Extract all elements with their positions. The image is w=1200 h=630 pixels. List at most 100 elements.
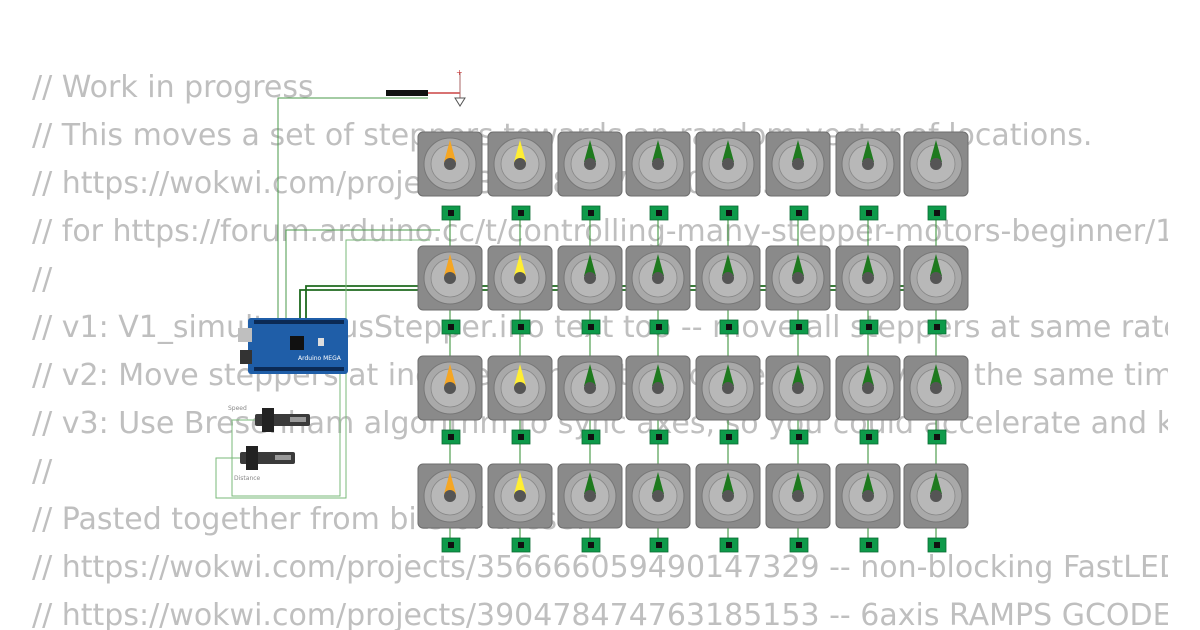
stepper-motor[interactable] xyxy=(903,131,969,197)
stepper-needle xyxy=(722,364,734,386)
stepper-motor[interactable] xyxy=(765,131,831,197)
stepper-driver xyxy=(859,319,879,335)
stepper-motor[interactable] xyxy=(695,245,761,311)
stepper-driver xyxy=(789,205,809,221)
svg-text:+: + xyxy=(456,68,463,77)
stepper-needle xyxy=(584,140,596,162)
stepper-needle xyxy=(862,140,874,162)
wire xyxy=(215,239,430,499)
speed-potentiometer[interactable]: Speed xyxy=(228,405,310,432)
code-line: // Work in progress xyxy=(32,70,314,105)
stepper-driver xyxy=(441,319,461,335)
stepper-needle xyxy=(652,364,664,386)
stepper-needle xyxy=(930,472,942,494)
stepper-needle xyxy=(652,140,664,162)
stepper-driver xyxy=(581,429,601,445)
stepper-needle xyxy=(584,254,596,276)
stepper-driver xyxy=(649,205,669,221)
stepper-motor[interactable] xyxy=(835,245,901,311)
stepper-motor[interactable] xyxy=(695,355,761,421)
stepper-motor[interactable] xyxy=(417,245,483,311)
distance-potentiometer[interactable]: Distance xyxy=(234,446,295,482)
stepper-driver xyxy=(927,537,947,553)
stepper-needle xyxy=(444,140,456,162)
stepper-needle xyxy=(444,364,456,386)
stepper-driver xyxy=(719,429,739,445)
stepper-driver xyxy=(789,429,809,445)
code-line: // https://wokwi.com/projects/3904784747… xyxy=(32,598,1168,630)
stepper-driver xyxy=(581,319,601,335)
stepper-driver xyxy=(649,429,669,445)
stepper-motor[interactable] xyxy=(417,131,483,197)
stepper-needle xyxy=(862,472,874,494)
stepper-needle xyxy=(584,472,596,494)
stepper-driver xyxy=(649,537,669,553)
stepper-driver xyxy=(719,205,739,221)
stepper-needle xyxy=(444,254,456,276)
stepper-driver xyxy=(859,429,879,445)
ground-terminal: + xyxy=(386,68,466,107)
stepper-motor[interactable] xyxy=(557,245,623,311)
stepper-needle xyxy=(514,364,526,386)
stepper-motor[interactable] xyxy=(903,463,969,529)
wire xyxy=(277,97,428,318)
stepper-driver xyxy=(511,319,531,335)
stepper-needle xyxy=(514,254,526,276)
code-line: // xyxy=(32,454,53,489)
stepper-driver xyxy=(581,537,601,553)
stepper-driver xyxy=(581,205,601,221)
arduino-mega-board[interactable]: Arduino MEGA xyxy=(238,318,348,374)
stepper-driver xyxy=(927,205,947,221)
stepper-needle xyxy=(862,364,874,386)
code-line: // xyxy=(32,262,53,297)
stepper-motor[interactable] xyxy=(625,463,691,529)
stepper-motor[interactable] xyxy=(835,131,901,197)
stepper-motor[interactable] xyxy=(557,355,623,421)
stepper-needle xyxy=(652,472,664,494)
stepper-motor[interactable] xyxy=(487,131,553,197)
stepper-driver xyxy=(441,205,461,221)
stepper-needle xyxy=(444,472,456,494)
stepper-motor[interactable] xyxy=(903,355,969,421)
stepper-motor[interactable] xyxy=(417,355,483,421)
speed-label: Speed xyxy=(228,405,247,412)
stepper-driver xyxy=(927,319,947,335)
stepper-motor[interactable] xyxy=(625,245,691,311)
stepper-motor[interactable] xyxy=(765,245,831,311)
stepper-motor[interactable] xyxy=(765,355,831,421)
stepper-needle xyxy=(722,140,734,162)
stepper-motor[interactable] xyxy=(487,355,553,421)
stepper-motor[interactable] xyxy=(695,463,761,529)
stepper-needle xyxy=(584,364,596,386)
stepper-motor[interactable] xyxy=(835,355,901,421)
stepper-driver xyxy=(719,537,739,553)
stepper-motor[interactable] xyxy=(625,355,691,421)
board-label: Arduino MEGA xyxy=(298,355,342,362)
stepper-driver xyxy=(511,205,531,221)
stepper-motor[interactable] xyxy=(557,463,623,529)
stepper-driver xyxy=(649,319,669,335)
stepper-motor[interactable] xyxy=(487,463,553,529)
stepper-driver xyxy=(441,537,461,553)
stepper-driver xyxy=(511,537,531,553)
stepper-driver xyxy=(859,205,879,221)
stepper-motor[interactable] xyxy=(487,245,553,311)
stepper-needle xyxy=(792,140,804,162)
stepper-needle xyxy=(652,254,664,276)
stepper-needle xyxy=(792,472,804,494)
stepper-needle xyxy=(792,364,804,386)
stepper-motor[interactable] xyxy=(835,463,901,529)
wire xyxy=(285,229,440,318)
code-line: // https://wokwi.com/projects/3566660594… xyxy=(32,550,1168,585)
stepper-motor[interactable] xyxy=(625,131,691,197)
stepper-motor[interactable] xyxy=(557,131,623,197)
stepper-motor[interactable] xyxy=(765,463,831,529)
stepper-needle xyxy=(930,140,942,162)
stepper-motor[interactable] xyxy=(903,245,969,311)
stepper-driver xyxy=(511,429,531,445)
stepper-needle xyxy=(722,254,734,276)
stepper-motor[interactable] xyxy=(695,131,761,197)
stepper-motor[interactable] xyxy=(417,463,483,529)
